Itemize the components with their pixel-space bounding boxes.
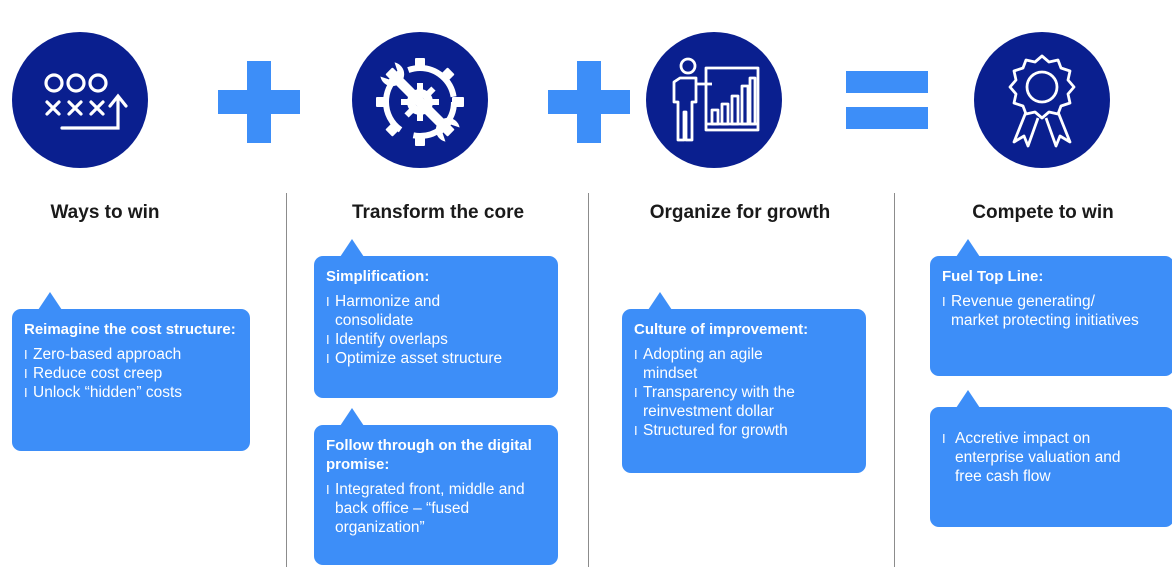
list-item-text: Zero-based approach (33, 346, 182, 363)
callout-heading: Culture of improvement: (634, 321, 809, 338)
plus-icon (218, 61, 300, 143)
callout-heading: Reimagine the cost structure: (24, 321, 236, 338)
presenter-chart-icon-circle (646, 32, 782, 168)
list-item: Identify overlaps (326, 330, 546, 349)
list-item: Unlock “hidden” costs (24, 383, 238, 402)
playbook-icon-circle (12, 32, 148, 168)
list-item: Integrated front, middle and back office… (326, 480, 546, 537)
list-item-text: Structured for growth (643, 422, 788, 439)
list-item: Transparency with the reinvestment dolla… (634, 383, 854, 421)
list-item-text: Unlock “hidden” costs (33, 384, 183, 401)
list-item: Reduce cost creep (24, 364, 238, 383)
list-item-text: Revenue generating/ market protecting in… (951, 293, 1139, 329)
callout-heading: Follow through on the digital promise: (326, 437, 532, 473)
gears-wrench-icon (376, 58, 464, 146)
list-item: Adopting an agile mindset (634, 345, 854, 383)
column-divider (588, 193, 589, 567)
list-item: Structured for growth (634, 421, 854, 440)
callout-box: Simplification: Harmonize and consolidat… (314, 239, 558, 398)
callout-heading: Simplification: (326, 268, 430, 285)
list-item: Optimize asset structure (326, 349, 546, 368)
callout-box: Fuel Top Line: Revenue generating/ marke… (930, 239, 1172, 376)
list-item: Zero-based approach (24, 345, 238, 364)
list-item-text: Transparency with the reinvestment dolla… (643, 384, 795, 420)
plus-icon (548, 61, 630, 143)
award-ribbon-icon-circle (974, 32, 1110, 168)
playbook-icon (44, 73, 128, 130)
award-ribbon-icon (1008, 54, 1076, 148)
list-item-text: Harmonize and consolidate (335, 293, 441, 329)
list-item-text: Identify overlaps (335, 331, 448, 348)
list-item-text: Reduce cost creep (33, 365, 163, 382)
gears-wrench-icon-circle (352, 32, 488, 168)
callout-box: Culture of improvement: Adopting an agil… (622, 292, 866, 473)
column-divider (894, 193, 895, 567)
list-item: Revenue generating/ market protecting in… (942, 292, 1162, 330)
list-item-text: Integrated front, middle and back office… (335, 481, 525, 536)
equals-icon (846, 71, 928, 129)
callout-box: Accretive impact on enterprise valuation… (930, 390, 1172, 527)
list-item-text: Accretive impact on enterprise valuation… (955, 430, 1121, 485)
list-item: Accretive impact on enterprise valuation… (942, 429, 1162, 486)
callout-heading: Fuel Top Line: (942, 268, 1044, 285)
column-divider (286, 193, 287, 567)
callout-box: Reimagine the cost structure: Zero-based… (12, 292, 250, 451)
presenter-chart-icon (672, 57, 760, 142)
column-title: Compete to win (972, 202, 1114, 223)
list-item: Harmonize and consolidate (326, 292, 546, 330)
column-title: Transform the core (351, 202, 525, 223)
list-item-text: Optimize asset structure (335, 350, 503, 367)
column-title: Ways to win (50, 202, 160, 223)
column-title: Organize for growth (649, 202, 831, 223)
list-item-text: Adopting an agile mindset (643, 346, 763, 382)
callout-box: Follow through on the digital promise: I… (314, 408, 558, 565)
